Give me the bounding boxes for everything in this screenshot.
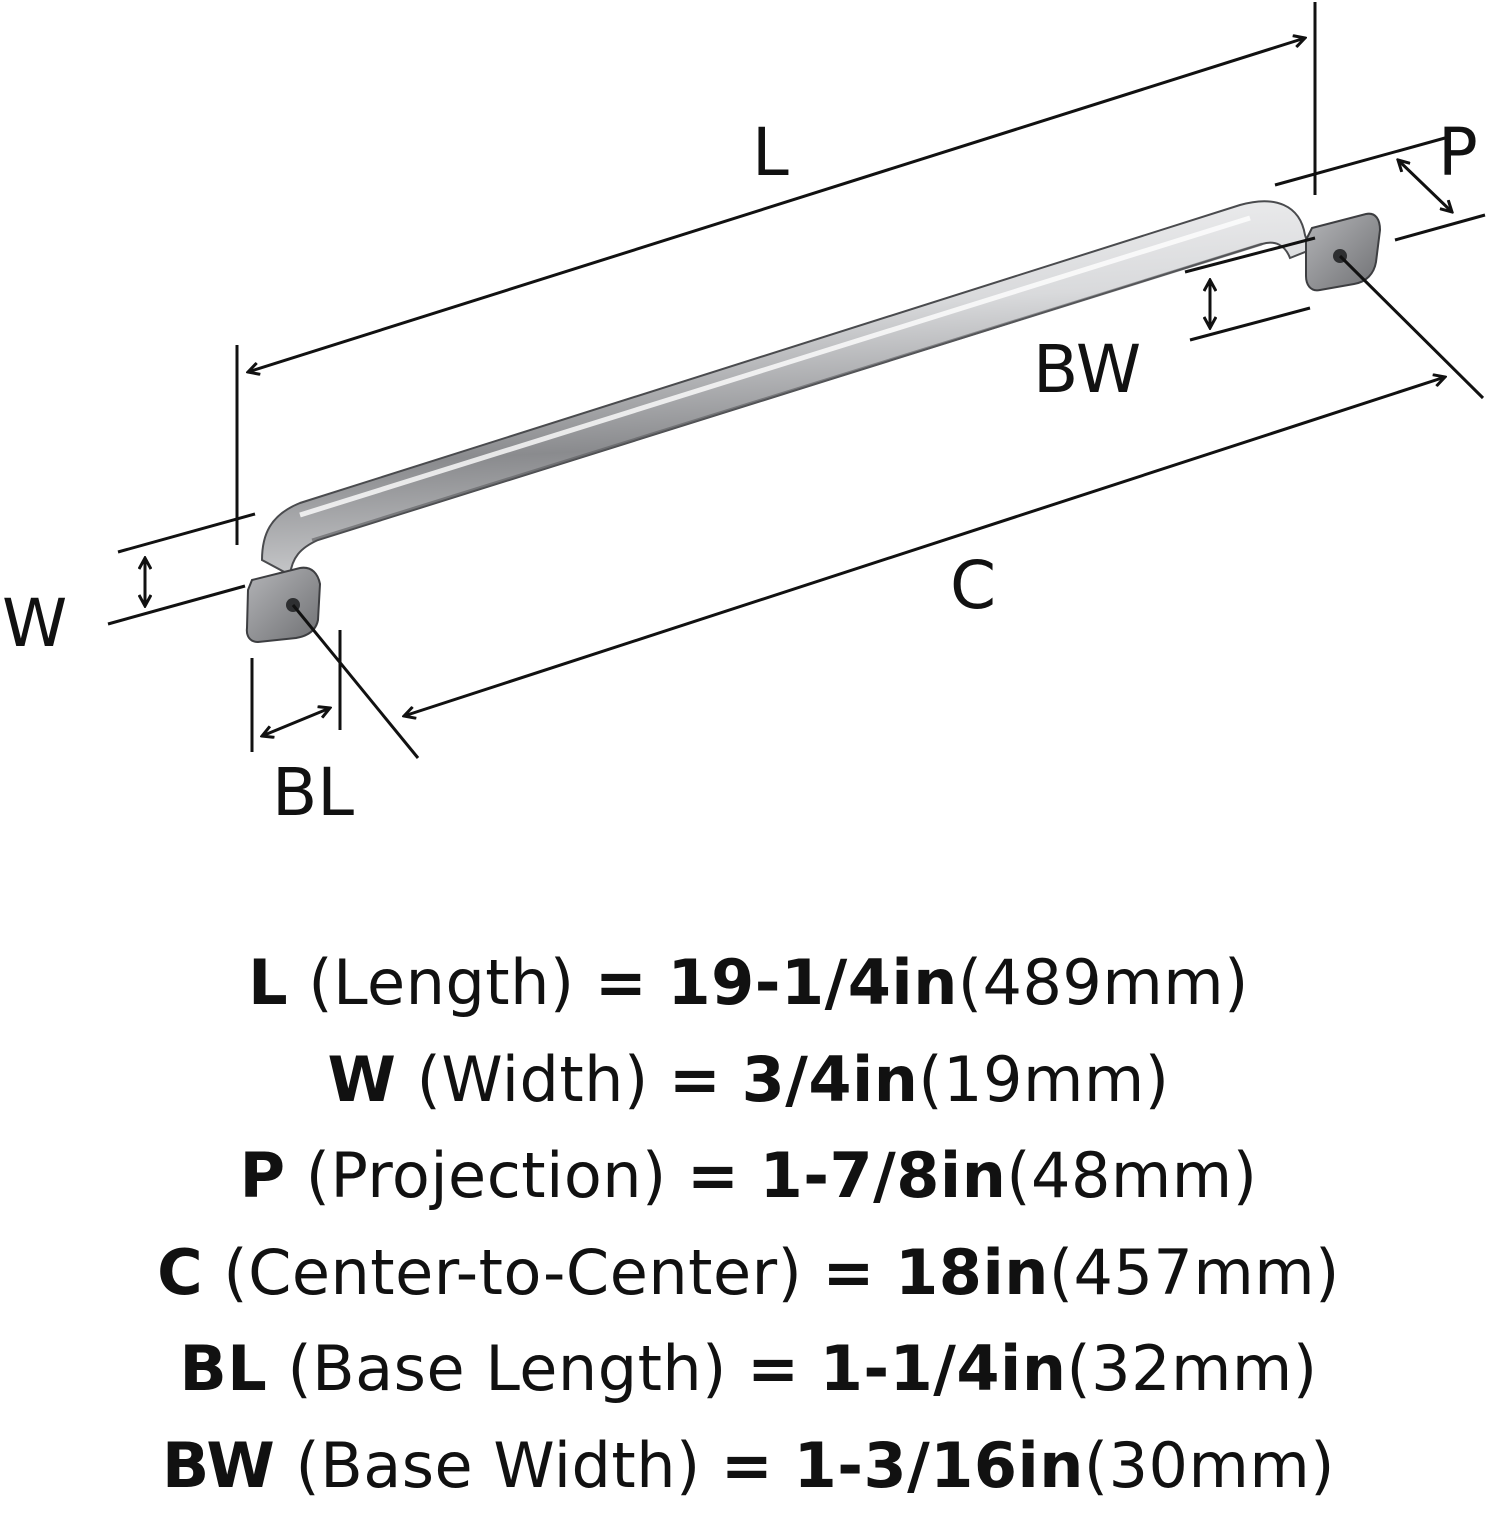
spec-metric: (19mm): [918, 1043, 1169, 1116]
left-base: [247, 568, 320, 642]
spec-row-center-to-center: C (Center-to-Center) = 18in(457mm): [0, 1225, 1497, 1322]
spec-imperial: 18in: [895, 1236, 1049, 1309]
spec-name: (Center-to-Center): [223, 1236, 802, 1309]
spec-equals: =: [747, 1332, 799, 1405]
label-BW: BW: [1033, 331, 1141, 408]
spec-metric: (457mm): [1049, 1236, 1340, 1309]
spec-symbol: L: [248, 946, 288, 1019]
spec-name: (Width): [417, 1043, 649, 1116]
spec-equals: =: [823, 1236, 875, 1309]
projection-dimension: P: [1275, 114, 1485, 240]
handle-bar: [262, 201, 1310, 575]
spec-equals: =: [595, 946, 647, 1019]
dimension-diagram: L P BW W C BL: [0, 0, 1497, 860]
label-L: L: [752, 114, 789, 191]
spec-equals: =: [687, 1139, 739, 1212]
spec-equals: =: [669, 1043, 721, 1116]
spec-imperial: 3/4in: [742, 1043, 919, 1116]
spec-symbol: C: [157, 1236, 203, 1309]
spec-name: (Base Length): [287, 1332, 726, 1405]
spec-symbol: W: [328, 1043, 397, 1116]
spec-metric: (489mm): [958, 946, 1249, 1019]
cabinet-pull-handle: [247, 201, 1380, 642]
spec-metric: (48mm): [1006, 1139, 1257, 1212]
specifications-list: L (Length) = 19-1/4in(489mm) W (Width) =…: [0, 935, 1497, 1514]
spec-symbol: BL: [179, 1332, 267, 1405]
spec-metric: (32mm): [1066, 1332, 1317, 1405]
spec-imperial: 19-1/4in: [668, 946, 958, 1019]
spec-imperial: 1-1/4in: [820, 1332, 1067, 1405]
label-BL: BL: [272, 754, 354, 831]
spec-imperial: 1-7/8in: [760, 1139, 1007, 1212]
spec-metric: (30mm): [1084, 1429, 1335, 1502]
spec-row-base-length: BL (Base Length) = 1-1/4in(32mm): [0, 1321, 1497, 1418]
spec-symbol: BW: [162, 1429, 275, 1502]
spec-name: (Projection): [306, 1139, 667, 1212]
width-dimension: W: [2, 514, 255, 662]
spec-row-length: L (Length) = 19-1/4in(489mm): [0, 935, 1497, 1032]
spec-name: (Base Width): [296, 1429, 701, 1502]
spec-row-width: W (Width) = 3/4in(19mm): [0, 1032, 1497, 1129]
label-W: W: [2, 585, 67, 662]
label-C: C: [950, 547, 996, 624]
spec-name: (Length): [308, 946, 574, 1019]
spec-equals: =: [721, 1429, 773, 1502]
base-length-dimension: BL: [252, 630, 354, 831]
label-P: P: [1438, 114, 1478, 191]
spec-imperial: 1-3/16in: [794, 1429, 1084, 1502]
spec-row-projection: P (Projection) = 1-7/8in(48mm): [0, 1128, 1497, 1225]
spec-symbol: P: [240, 1139, 286, 1212]
